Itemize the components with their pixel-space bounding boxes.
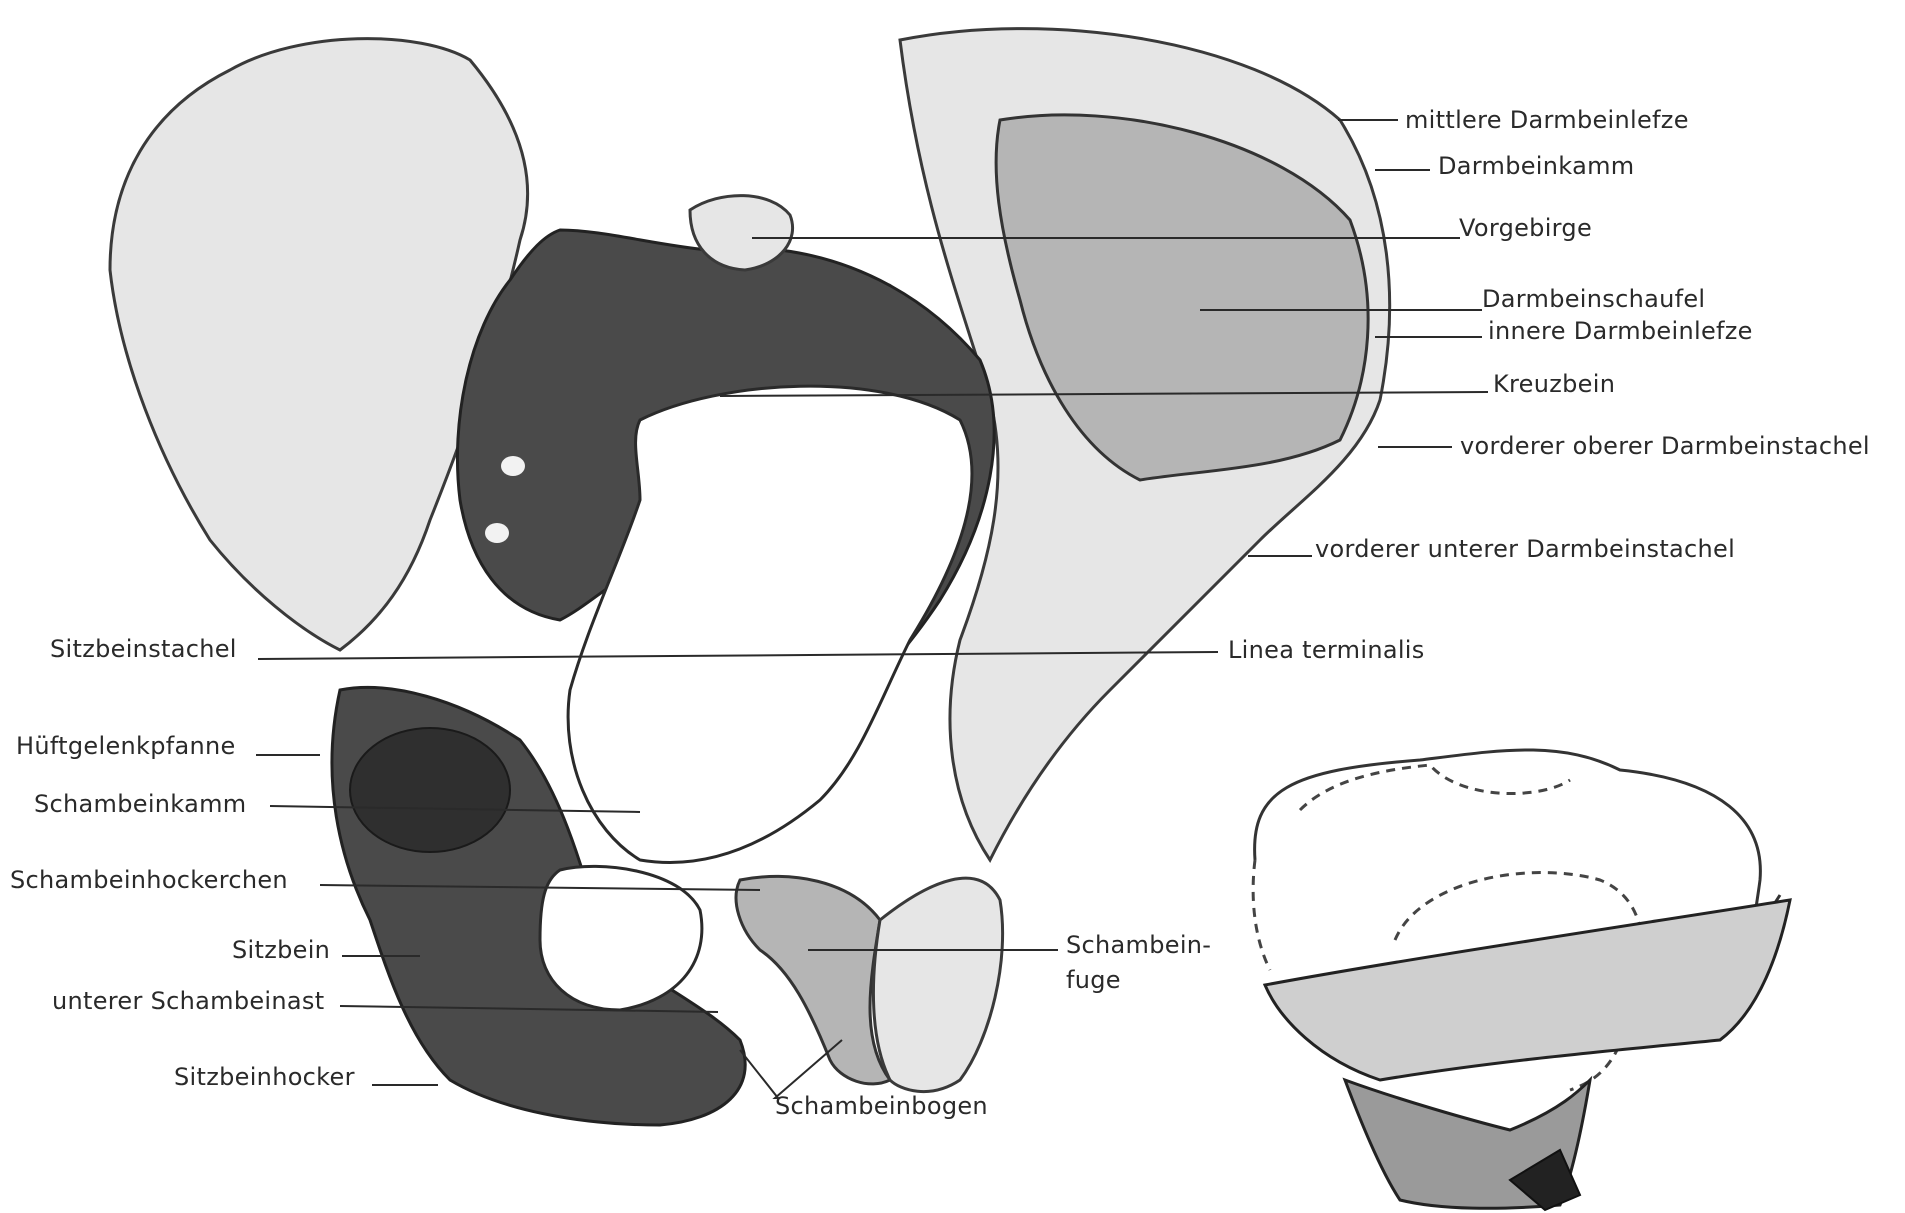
label-hueftgelenkpfanne: Hüftgelenkpfanne (16, 732, 236, 760)
inset-inlet-dashed (1300, 765, 1570, 810)
inset-outer-outline (1255, 750, 1780, 925)
inset-outlet-dashed (1253, 860, 1270, 970)
label-unterer-schambeinast: unterer Schambeinast (52, 987, 324, 1015)
label-sitzbeinstachel: Sitzbeinstachel (50, 635, 237, 663)
pelvis-inset-schematic (1253, 750, 1790, 1210)
label-schambeinfuge-line2: fuge (1066, 966, 1121, 994)
sacral-foramen (485, 523, 509, 543)
label-mittlere-darmbeinlefze: mittlere Darmbeinlefze (1405, 106, 1689, 134)
label-darmbeinschaufel: Darmbeinschaufel (1482, 285, 1705, 313)
label-vorderer-unterer-darmbeinstachel: vorderer unterer Darmbeinstachel (1315, 535, 1735, 563)
label-darmbeinkamm: Darmbeinkamm (1438, 152, 1634, 180)
label-sitzbeinhoecker: Sitzbeinhocker (174, 1063, 355, 1091)
pubic-symphysis (736, 876, 890, 1084)
inset-ribbed-band (1265, 900, 1790, 1080)
right-pubic-ramus (873, 878, 1002, 1091)
left-ilium-wing (110, 39, 528, 650)
label-kreuzbein: Kreuzbein (1493, 370, 1615, 398)
label-innere-darmbeinlefze: innere Darmbeinlefze (1488, 317, 1753, 345)
label-vorderer-oberer-darmbeinstachel: vorderer oberer Darmbeinstachel (1460, 432, 1870, 460)
label-vorgebirge: Vorgebirge (1459, 214, 1592, 242)
label-schambeinfuge-line1: Schambein- (1066, 931, 1211, 959)
acetabulum-cup (350, 728, 510, 852)
label-schambeinkamm: Schambeinkamm (34, 790, 246, 818)
label-linea-terminalis: Linea terminalis (1228, 636, 1425, 664)
label-schambeinhoeckerchen: Schambeinhockerchen (10, 866, 288, 894)
label-sitzbein: Sitzbein (232, 936, 330, 964)
sacral-foramen (501, 456, 525, 476)
label-schambeinbogen: Schambeinbogen (775, 1092, 988, 1120)
